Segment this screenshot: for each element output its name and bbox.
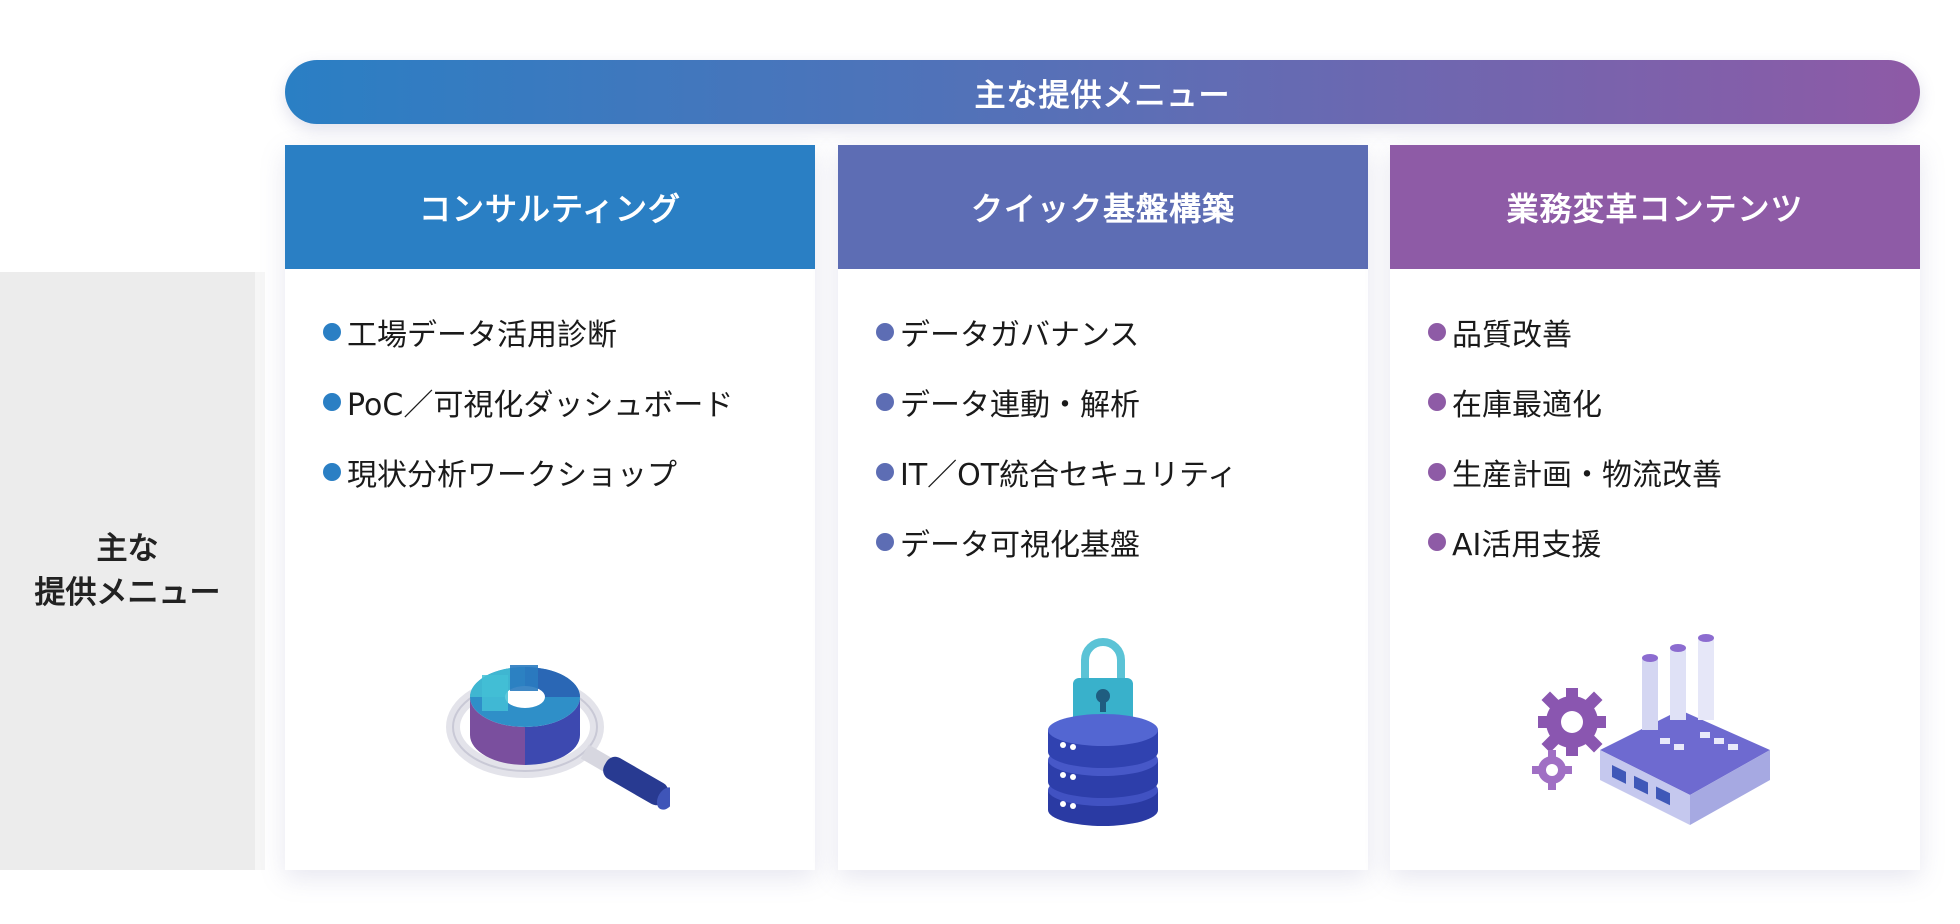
list-item-label: データ連動・解析 xyxy=(900,388,1140,423)
bullet-dot xyxy=(876,533,894,551)
card-transform: 業務変革コンテンツ 品質改善 在庫最適化 生産計画・物流改善 AI活用支援 xyxy=(1390,145,1920,870)
factory-gear-icon xyxy=(1390,630,1920,830)
list-item: データガバナンス xyxy=(876,297,1368,367)
list-item: 生産計画・物流改善 xyxy=(1428,437,1920,507)
bullet-dot xyxy=(1428,323,1446,341)
list-item-label: 現状分析ワークショップ xyxy=(347,458,677,493)
list-item: 工場データ活用診断 xyxy=(323,297,815,367)
bullet-dot xyxy=(876,323,894,341)
menu-banner: 主な提供メニュー xyxy=(285,60,1920,124)
list-item-label: 生産計画・物流改善 xyxy=(1452,458,1722,493)
bullet-dot xyxy=(323,393,341,411)
list-item: AI活用支援 xyxy=(1428,507,1920,577)
list-item-label: データ可視化基盤 xyxy=(900,528,1140,563)
list-item-label: PoC／可視化ダッシュボード xyxy=(347,388,734,423)
card-platform: クイック基盤構築 データガバナンス データ連動・解析 IT／OT統合セキュリティ… xyxy=(838,145,1368,870)
side-label-text: 主な 提供メニュー xyxy=(0,527,255,615)
card-header: 業務変革コンテンツ xyxy=(1390,145,1920,269)
magnifier-chart-icon xyxy=(285,630,815,830)
bullet-dot xyxy=(323,463,341,481)
list-item-label: AI活用支援 xyxy=(1452,528,1602,563)
list-item: IT／OT統合セキュリティ xyxy=(876,437,1368,507)
card-title: コンサルティング xyxy=(418,190,682,228)
item-list: 品質改善 在庫最適化 生産計画・物流改善 AI活用支援 xyxy=(1390,269,1920,577)
bullet-dot xyxy=(1428,463,1446,481)
card-title: クイック基盤構築 xyxy=(970,190,1235,228)
side-label: 主な 提供メニュー xyxy=(0,272,265,870)
card-title: 業務変革コンテンツ xyxy=(1506,190,1804,228)
database-lock-icon xyxy=(838,630,1368,830)
bullet-dot xyxy=(1428,393,1446,411)
banner-title: 主な提供メニュー xyxy=(974,77,1231,114)
list-item: データ可視化基盤 xyxy=(876,507,1368,577)
bullet-dot xyxy=(323,323,341,341)
list-item: PoC／可視化ダッシュボード xyxy=(323,367,815,437)
bullet-dot xyxy=(1428,533,1446,551)
list-item-label: 品質改善 xyxy=(1452,318,1572,353)
list-item: データ連動・解析 xyxy=(876,367,1368,437)
side-label-line2: 提供メニュー xyxy=(34,575,221,611)
list-item: 在庫最適化 xyxy=(1428,367,1920,437)
item-list: 工場データ活用診断 PoC／可視化ダッシュボード 現状分析ワークショップ xyxy=(285,269,815,507)
list-item-label: IT／OT統合セキュリティ xyxy=(900,458,1238,493)
card-header: コンサルティング xyxy=(285,145,815,269)
bullet-dot xyxy=(876,463,894,481)
side-label-line1: 主な xyxy=(96,531,159,567)
list-item: 品質改善 xyxy=(1428,297,1920,367)
card-header: クイック基盤構築 xyxy=(838,145,1368,269)
list-item-label: 工場データ活用診断 xyxy=(347,318,617,353)
list-item-label: 在庫最適化 xyxy=(1452,388,1602,423)
bullet-dot xyxy=(876,393,894,411)
item-list: データガバナンス データ連動・解析 IT／OT統合セキュリティ データ可視化基盤 xyxy=(838,269,1368,577)
list-item: 現状分析ワークショップ xyxy=(323,437,815,507)
list-item-label: データガバナンス xyxy=(900,318,1140,353)
card-consulting: コンサルティング 工場データ活用診断 PoC／可視化ダッシュボード 現状分析ワー… xyxy=(285,145,815,870)
